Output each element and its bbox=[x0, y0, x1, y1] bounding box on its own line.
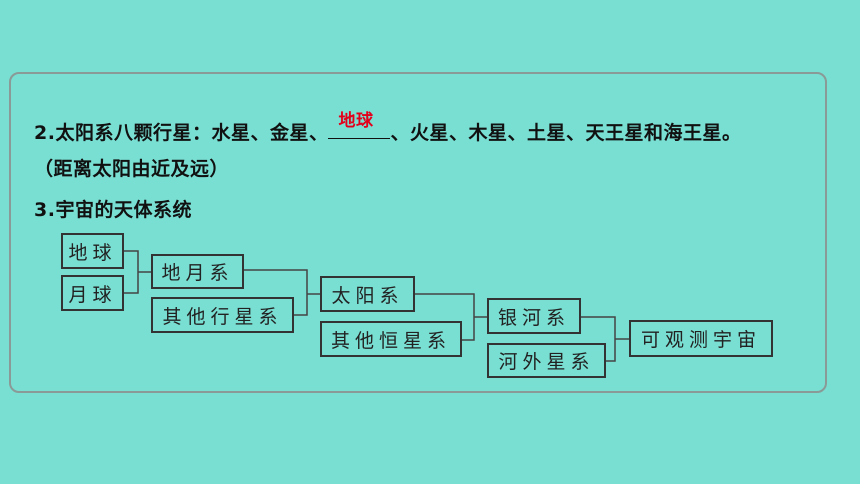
box-extragalactic-systems: 河外星系 bbox=[487, 343, 606, 378]
connector-planetary bbox=[244, 269, 308, 316]
box-earth: 地球 bbox=[61, 233, 124, 269]
box-solar-system: 太阳系 bbox=[320, 276, 415, 312]
box-other-stellar-systems: 其他恒星系 bbox=[320, 321, 462, 357]
content-panel bbox=[9, 72, 827, 393]
box-moon: 月球 bbox=[61, 275, 124, 311]
order-note: （距离太阳由近及远） bbox=[34, 158, 230, 180]
section-heading: 3.宇宙的天体系统 bbox=[34, 199, 192, 221]
box-other-planetary-systems: 其他行星系 bbox=[151, 297, 294, 333]
box-observable-universe: 可观测宇宙 bbox=[629, 320, 773, 357]
answer-blank: 地球 bbox=[328, 111, 391, 139]
planets-sentence-start: 2.太阳系八颗行星：水星、金星、 bbox=[34, 122, 329, 144]
answer-text: 地球 bbox=[338, 111, 374, 131]
planets-sentence: 2.太阳系八颗行星：水星、金星、地球、火星、木星、土星、天王星和海王星。 bbox=[34, 111, 742, 145]
connector-earth-moon bbox=[124, 250, 139, 294]
planets-sentence-end: 、火星、木星、土星、天王星和海王星。 bbox=[390, 122, 742, 144]
box-milky-way: 银河系 bbox=[487, 298, 581, 334]
box-earth-moon-system: 地月系 bbox=[151, 254, 244, 289]
